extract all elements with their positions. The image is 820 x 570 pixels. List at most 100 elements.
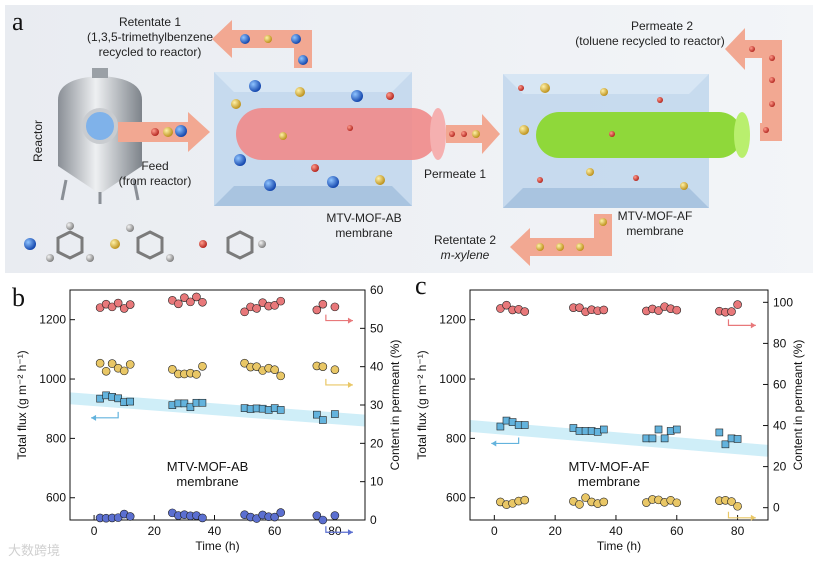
series-1-point [101, 366, 111, 376]
series-2-point [114, 394, 122, 403]
reactor-icon [58, 68, 142, 204]
series-2-point [496, 422, 505, 431]
axis-indicator-arrowhead [91, 414, 97, 421]
y-right-tick-label: 50 [370, 321, 384, 335]
panel-b-letter: b [12, 283, 25, 312]
series-2-point [721, 440, 730, 449]
series-3-point [198, 513, 207, 523]
series-2-point [198, 398, 207, 407]
series-1-point [318, 362, 328, 371]
series-2-point [520, 421, 529, 429]
series-0-point [125, 300, 135, 309]
x-tick-label: 40 [208, 524, 222, 538]
axis-indicator-arrow [727, 511, 756, 519]
membrane-af-label-2: membrane [626, 224, 684, 238]
y-left-tick-label: 1000 [39, 372, 66, 386]
series-1-point [520, 495, 530, 505]
series-0-point [113, 298, 123, 308]
panel-c-letter: c [415, 271, 427, 300]
series-0-point [180, 293, 189, 302]
y-right-tick-label: 60 [773, 377, 787, 391]
membrane-annotation-1: MTV-MOF-AB [167, 459, 249, 474]
series-3-point [270, 512, 279, 522]
y-right-tick-label: 100 [773, 295, 793, 309]
retentate1-arrow [212, 20, 312, 68]
retentate1-label-2: (1,3,5-trimethylbenzene [87, 30, 213, 44]
axis-indicator-arrow [325, 378, 353, 386]
series-0-point [318, 299, 328, 309]
series-1-point [192, 370, 201, 379]
series-1-point [276, 371, 286, 381]
series-2-point [660, 434, 669, 443]
y-right-tick-label: 80 [773, 336, 787, 350]
series-2-point [648, 434, 657, 443]
membrane-ab-molecules [231, 80, 394, 191]
process-schematic: a Reactor [5, 5, 813, 273]
x-tick-label: 60 [268, 524, 282, 538]
series-3-point [312, 511, 322, 520]
reactor-label: Reactor [31, 120, 45, 162]
retentate2-label-2: m-xylene [441, 248, 490, 262]
mesitylene-molecule-icon [46, 222, 94, 262]
y-left-tick-label: 600 [446, 491, 466, 505]
axis-indicator-arrowhead [347, 381, 353, 388]
series-0-point [270, 301, 279, 310]
permeate2-arrow [725, 28, 782, 141]
membrane-ab-label-1: MTV-MOF-AB [326, 211, 401, 225]
series-2-point [733, 435, 742, 443]
series-0-point [198, 297, 207, 307]
xylene-molecule-icon [126, 224, 174, 262]
axis-indicator-arrow [325, 526, 353, 533]
series-1-point [727, 497, 736, 506]
series-1-point [270, 365, 279, 375]
series-1-point [733, 501, 742, 511]
y-left-axis-label: Total flux (g m⁻² h⁻¹) [415, 350, 429, 459]
toluene-molecule-icon [226, 230, 266, 260]
membrane-annotation-1: MTV-MOF-AF [569, 459, 650, 474]
y-right-tick-label: 30 [370, 398, 384, 412]
retentate2-arrow [510, 214, 612, 266]
series-2-point [126, 397, 135, 406]
membrane-ab-box [214, 72, 446, 206]
x-tick-label: 80 [731, 524, 745, 538]
x-tick-label: 20 [148, 524, 162, 538]
y-right-tick-label: 0 [773, 501, 780, 515]
series-3-point [318, 515, 328, 525]
series-0-point [733, 300, 742, 309]
membrane-annotation-2: membrane [176, 474, 238, 489]
retentate1-label-3: recycled to reactor) [99, 45, 202, 59]
trend-band [70, 392, 365, 427]
series-0-point [252, 304, 261, 313]
series-2-point [654, 425, 663, 434]
series-0-point [502, 300, 511, 310]
retentate1-label-1: Retentate 1 [119, 15, 181, 29]
ab-tube [236, 108, 438, 160]
y-left-axis-label: Total flux (g m⁻² h⁻¹) [15, 350, 29, 459]
y-right-axis-label: Content in permeant (%) [791, 340, 805, 471]
plot-frame [469, 289, 769, 521]
af-tube [536, 112, 742, 158]
series-3-point [276, 508, 286, 517]
x-tick-label: 0 [91, 524, 98, 538]
permeate1-arrow [446, 114, 500, 154]
axis-indicator-arrowhead [347, 317, 353, 324]
series-0-point [192, 292, 201, 302]
series-0-point [575, 303, 584, 312]
series-0-point [240, 307, 249, 317]
toluene-ball-icon [199, 240, 207, 248]
membrane-af-box [503, 74, 750, 208]
series-1-point [575, 500, 584, 509]
y-left-tick-label: 1000 [439, 372, 466, 386]
series-2-point [180, 399, 189, 408]
series-0-point [119, 304, 129, 313]
permeate2-label-2: (toluene recycled to reactor) [575, 34, 724, 48]
series-2-point [276, 406, 285, 414]
axis-indicator-arrowhead [750, 514, 756, 521]
y-right-axis-label: Content in permeant (%) [388, 340, 402, 471]
y-right-tick-label: 60 [370, 283, 384, 297]
series-0-point [174, 299, 183, 309]
y-left-tick-label: 1200 [39, 313, 66, 327]
